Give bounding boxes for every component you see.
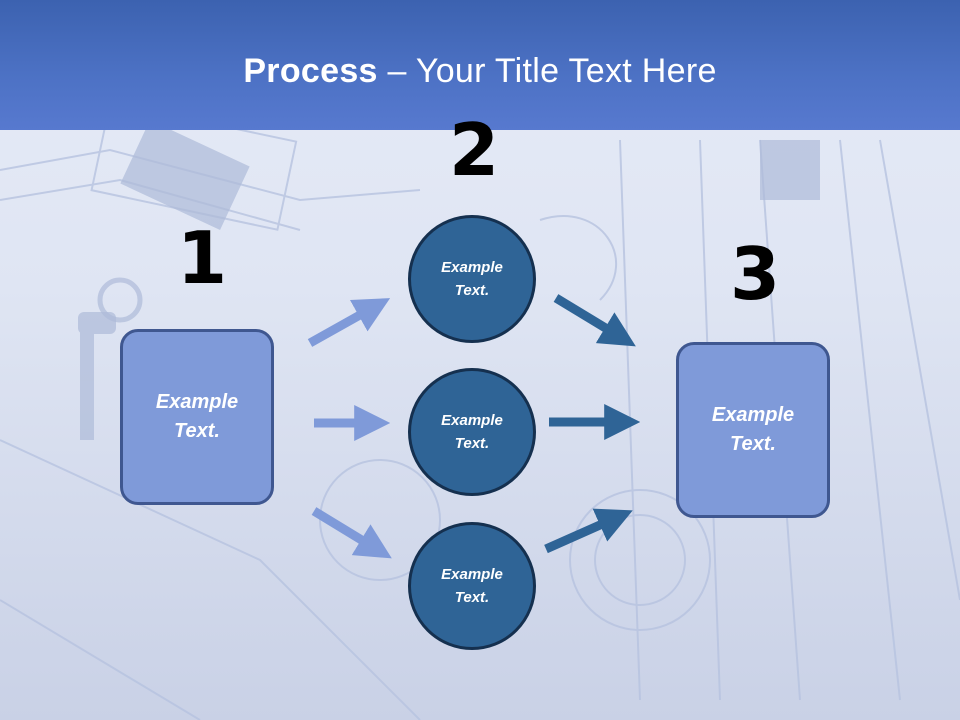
step-number-3: 3 bbox=[730, 232, 781, 316]
step-2-text-top: Example Text. bbox=[441, 259, 503, 299]
step-2-circle-bottom: Example Text. bbox=[408, 522, 536, 650]
step-1-box: Example Text. bbox=[120, 329, 274, 505]
step-number-1: 1 bbox=[177, 216, 228, 300]
arrow-2-bottom-to-3 bbox=[544, 508, 633, 554]
step-2-circle-middle: Example Text. bbox=[408, 368, 536, 496]
step-1-text: Example Text. bbox=[155, 391, 239, 442]
arrow-2-top-to-3 bbox=[553, 294, 636, 347]
slide-title: Process – Your Title Text Here bbox=[0, 52, 960, 91]
step-2-text-bottom: Example Text. bbox=[441, 566, 503, 606]
step-3-text: Example Text. bbox=[711, 404, 795, 455]
title-bar bbox=[0, 0, 960, 130]
arrow-1-to-2-bottom bbox=[311, 507, 392, 559]
title-bold: Process bbox=[243, 52, 378, 90]
arrow-1-to-2-top bbox=[307, 298, 391, 347]
step-number-2: 2 bbox=[449, 108, 500, 192]
step-2-circle-top: Example Text. bbox=[408, 215, 536, 343]
step-2-text-middle: Example Text. bbox=[441, 412, 503, 452]
step-3-box: Example Text. bbox=[676, 342, 830, 518]
title-rest: – Your Title Text Here bbox=[377, 52, 717, 90]
